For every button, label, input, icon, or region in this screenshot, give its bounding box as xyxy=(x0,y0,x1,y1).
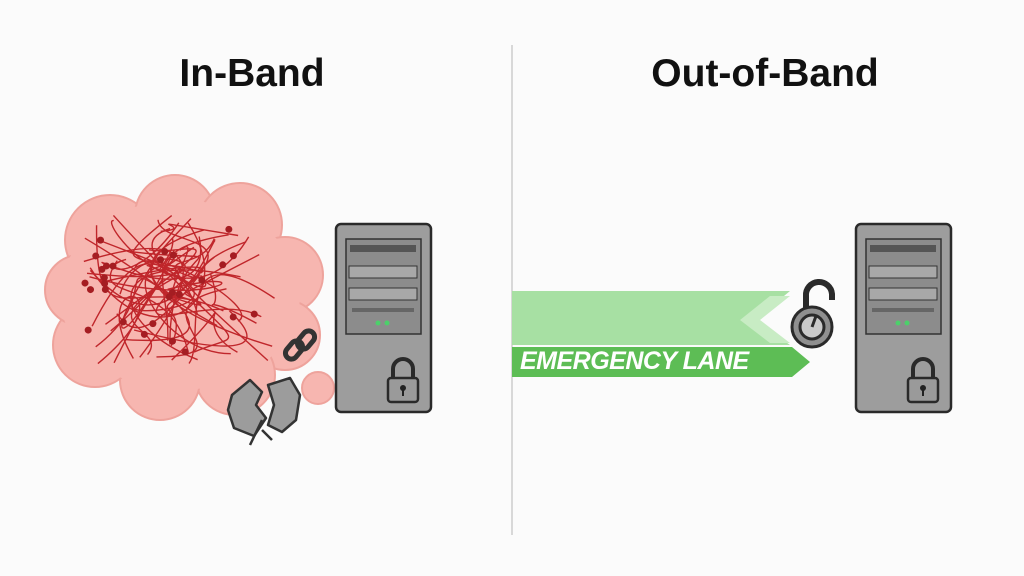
emergency-lane-label: EMERGENCY LANE xyxy=(520,347,749,375)
in-band-title: In-Band xyxy=(179,52,325,95)
emergency-lane xyxy=(512,291,810,377)
broken-chain-icon xyxy=(282,328,318,362)
unlocked-padlock-icon xyxy=(790,279,835,349)
divider xyxy=(511,45,513,535)
out-of-band-title: Out-of-Band xyxy=(651,52,879,95)
server-right-icon xyxy=(854,222,953,414)
server-left-icon xyxy=(334,222,433,414)
broken-connection-icon xyxy=(226,376,302,446)
tangled-network-icon xyxy=(81,214,275,365)
